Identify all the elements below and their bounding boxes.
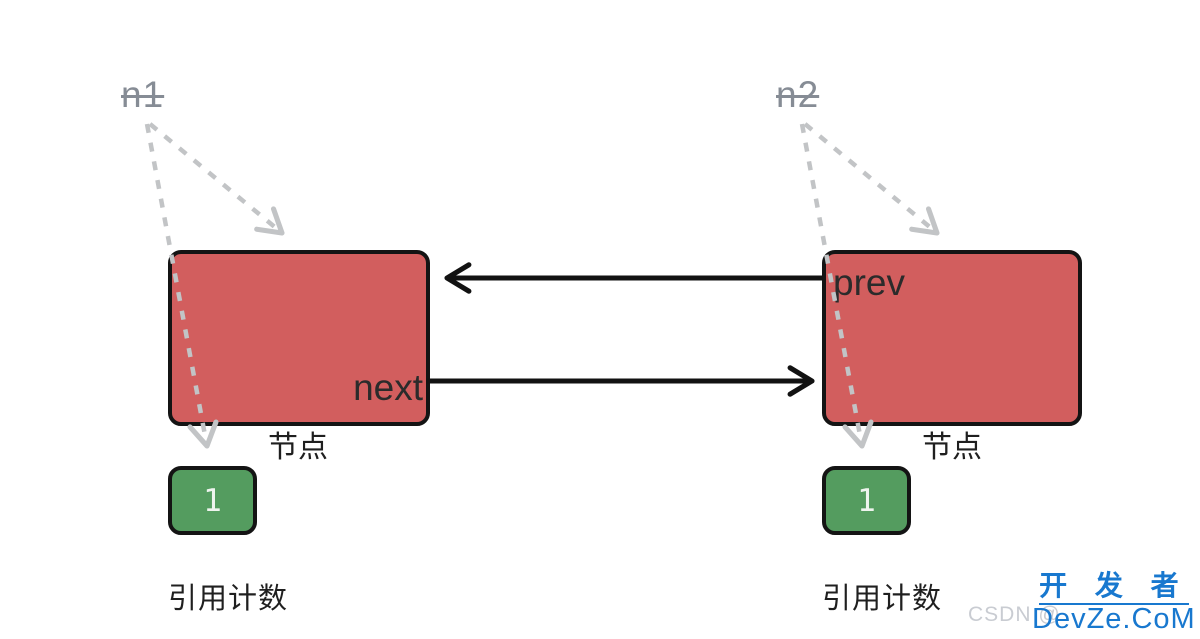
node-caption-left: 节点 <box>268 431 328 464</box>
node-box-right: prev <box>822 250 1082 426</box>
node-box-left: next <box>168 250 430 426</box>
refcount-box-left: 1 <box>168 466 257 535</box>
dashed-arrow-n1-to-node <box>148 122 285 236</box>
csdn-watermark: CSDN @ <box>968 603 1061 626</box>
pointer-label-prev: prev <box>833 262 905 303</box>
variable-label-n1: n1 <box>121 74 165 115</box>
refcount-caption-right: 引用计数 <box>822 583 943 615</box>
refcount-value-left: 1 <box>203 482 222 519</box>
node-caption-right: 节点 <box>922 431 982 464</box>
devze-watermark-domain: DevZe.CoM <box>1032 603 1196 635</box>
devze-watermark: 开 发 者 DevZe.CoM <box>1032 572 1196 634</box>
refcount-box-right: 1 <box>822 466 911 535</box>
variable-label-n2: n2 <box>776 74 820 115</box>
dashed-arrow-n2-to-node <box>803 122 940 236</box>
devze-watermark-chinese: 开 发 者 <box>1039 572 1189 605</box>
refcount-caption-left: 引用计数 <box>168 583 289 615</box>
refcount-value-right: 1 <box>857 482 876 519</box>
pointer-label-next: next <box>353 367 423 408</box>
